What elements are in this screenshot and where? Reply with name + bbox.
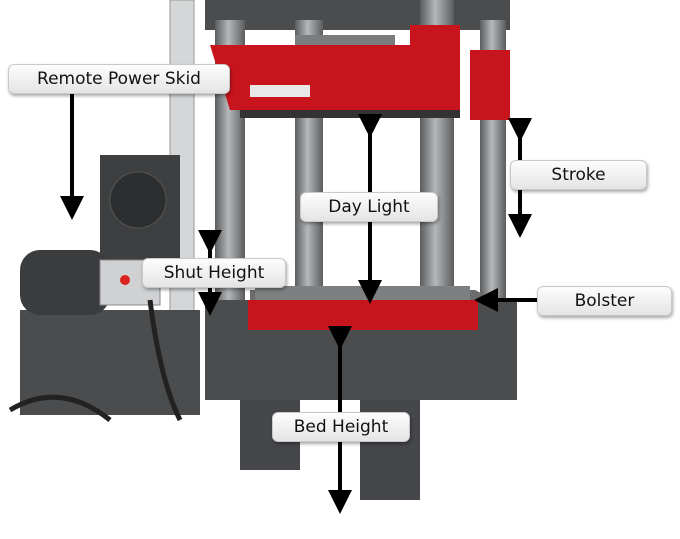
label-shut-height: Shut Height [142, 258, 286, 288]
crosshead [210, 25, 510, 120]
bed [205, 286, 517, 500]
label-remote-power-skid: Remote Power Skid [8, 64, 230, 94]
power-skid [8, 155, 200, 422]
label-day-light: Day Light [300, 192, 438, 222]
label-stroke: Stroke [510, 160, 647, 190]
label-bed-height: Bed Height [272, 412, 410, 442]
label-bolster: Bolster [537, 286, 672, 316]
bolster-plate [248, 300, 478, 330]
